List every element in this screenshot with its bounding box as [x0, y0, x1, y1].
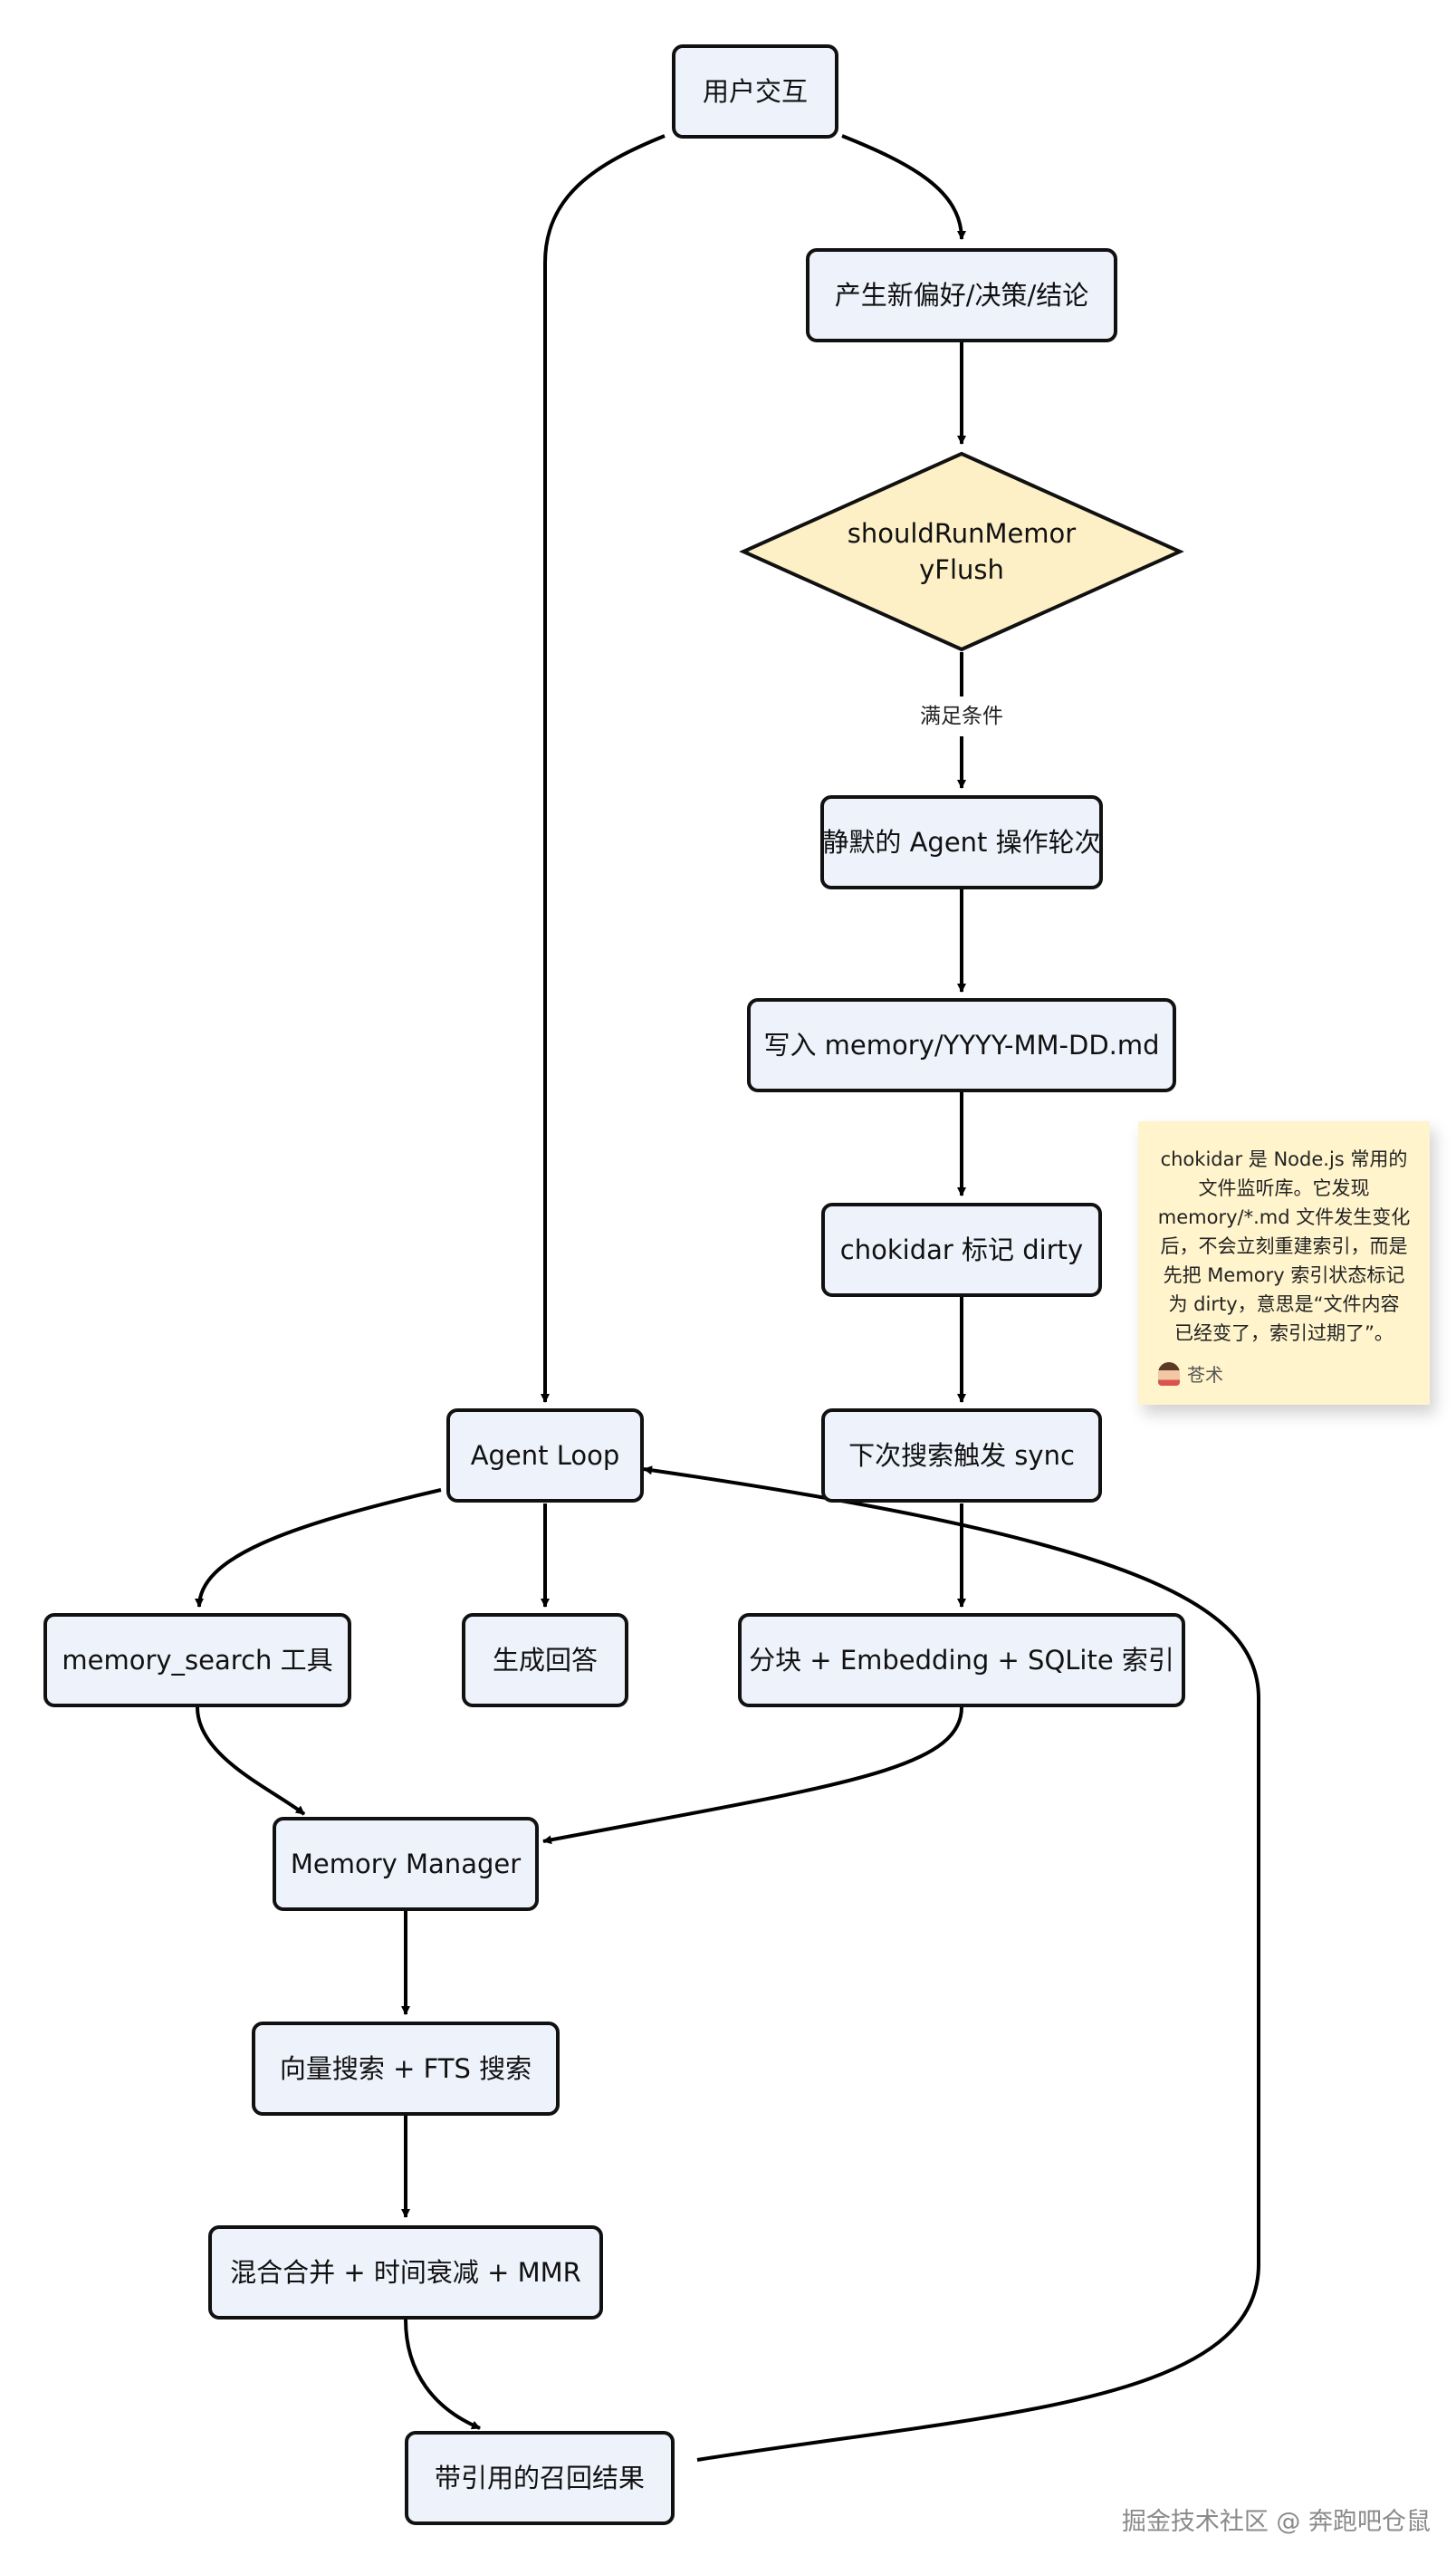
- watermark: 掘金技术社区 @ 奔跑吧仓鼠: [1121, 2508, 1431, 2536]
- node-vector: 向量搜索 + FTS 搜索: [252, 2022, 560, 2116]
- node-label: 混合合并 + 时间衰减 + MMR: [230, 2257, 581, 2288]
- process-box: [821, 1203, 1102, 1297]
- note-author-name: 苍术: [1187, 1364, 1223, 1386]
- edge-label-background: [907, 696, 1016, 736]
- node-label: 分块 + Embedding + SQLite 索引: [749, 1645, 1174, 1676]
- node-merge: 混合合并 + 时间衰减 + MMR: [208, 2225, 603, 2320]
- avatar-icon: [1158, 1361, 1180, 1386]
- node-should: shouldRunMemor yFlush: [739, 451, 1184, 652]
- process-box: [672, 44, 838, 139]
- edge-label: 满足条件: [920, 705, 1003, 728]
- node-silent: 静默的 Agent 操作轮次: [820, 795, 1103, 889]
- node-label: 带引用的召回结果: [435, 2463, 645, 2493]
- edges: 满足条件: [195, 134, 1260, 2462]
- decision-diamond: [739, 451, 1184, 652]
- process-box: [252, 2022, 560, 2116]
- node-result: 带引用的召回结果: [405, 2431, 675, 2525]
- edge-memsearch-to-manager: [196, 1706, 306, 1816]
- node-label: 向量搜索 + FTS 搜索: [280, 2053, 532, 2084]
- process-box: [273, 1817, 539, 1911]
- node-label: 生成回答: [493, 1645, 598, 1676]
- edge-agentloop-to-memsearch: [195, 1488, 442, 1608]
- node-label: 产生新偏好/决策/结论: [835, 280, 1089, 311]
- note-text: chokidar 是 Node.js 常用的 文件监听库。它发现 memory/…: [1157, 1148, 1411, 1344]
- node-label: Agent Loop: [471, 1440, 620, 1471]
- process-box: [820, 795, 1103, 889]
- edge-merge-to-result: [404, 2319, 481, 2430]
- process-box: [806, 248, 1117, 342]
- process-box: [208, 2225, 603, 2320]
- node-label: shouldRunMemor: [848, 518, 1077, 549]
- node-label: 写入 memory/YYYY-MM-DD.md: [763, 1030, 1159, 1061]
- node-answer: 生成回答: [462, 1613, 628, 1707]
- process-box: [738, 1613, 1185, 1707]
- node-label: chokidar 标记 dirty: [840, 1234, 1083, 1265]
- node-label: 静默的 Agent 操作轮次: [822, 827, 1100, 858]
- node-user: 用户交互: [672, 44, 838, 139]
- process-box: [821, 1408, 1102, 1503]
- node-label: yFlush: [919, 554, 1004, 585]
- process-box: [446, 1408, 644, 1503]
- edge-result-to-agentloop: [643, 1465, 1260, 2462]
- node-label: memory_search 工具: [62, 1645, 332, 1676]
- edge-chunk-to-manager: [542, 1706, 963, 1845]
- node-label: 用户交互: [703, 76, 808, 107]
- sticky-note: chokidar 是 Node.js 常用的 文件监听库。它发现 memory/…: [1138, 1121, 1430, 1405]
- edge-user-to-agentloop: [541, 134, 666, 1403]
- process-box: [43, 1613, 351, 1707]
- node-manager: Memory Manager: [273, 1817, 539, 1911]
- node-memsearch: memory_search 工具: [43, 1613, 351, 1707]
- node-chunk: 分块 + Embedding + SQLite 索引: [738, 1613, 1185, 1707]
- node-write: 写入 memory/YYYY-MM-DD.md: [747, 998, 1176, 1092]
- node-chokidar: chokidar 标记 dirty: [821, 1203, 1102, 1297]
- node-label: Memory Manager: [291, 1849, 521, 1879]
- note-author: 苍术: [1158, 1360, 1223, 1387]
- node-label: 下次搜索触发 sync: [848, 1440, 1075, 1471]
- process-box: [405, 2431, 675, 2525]
- process-box: [747, 998, 1176, 1092]
- edge-user-to-produce: [841, 134, 966, 240]
- node-nextsync: 下次搜索触发 sync: [821, 1408, 1102, 1503]
- process-box: [462, 1613, 628, 1707]
- node-produce: 产生新偏好/决策/结论: [806, 248, 1117, 342]
- node-agentloop: Agent Loop: [446, 1408, 644, 1503]
